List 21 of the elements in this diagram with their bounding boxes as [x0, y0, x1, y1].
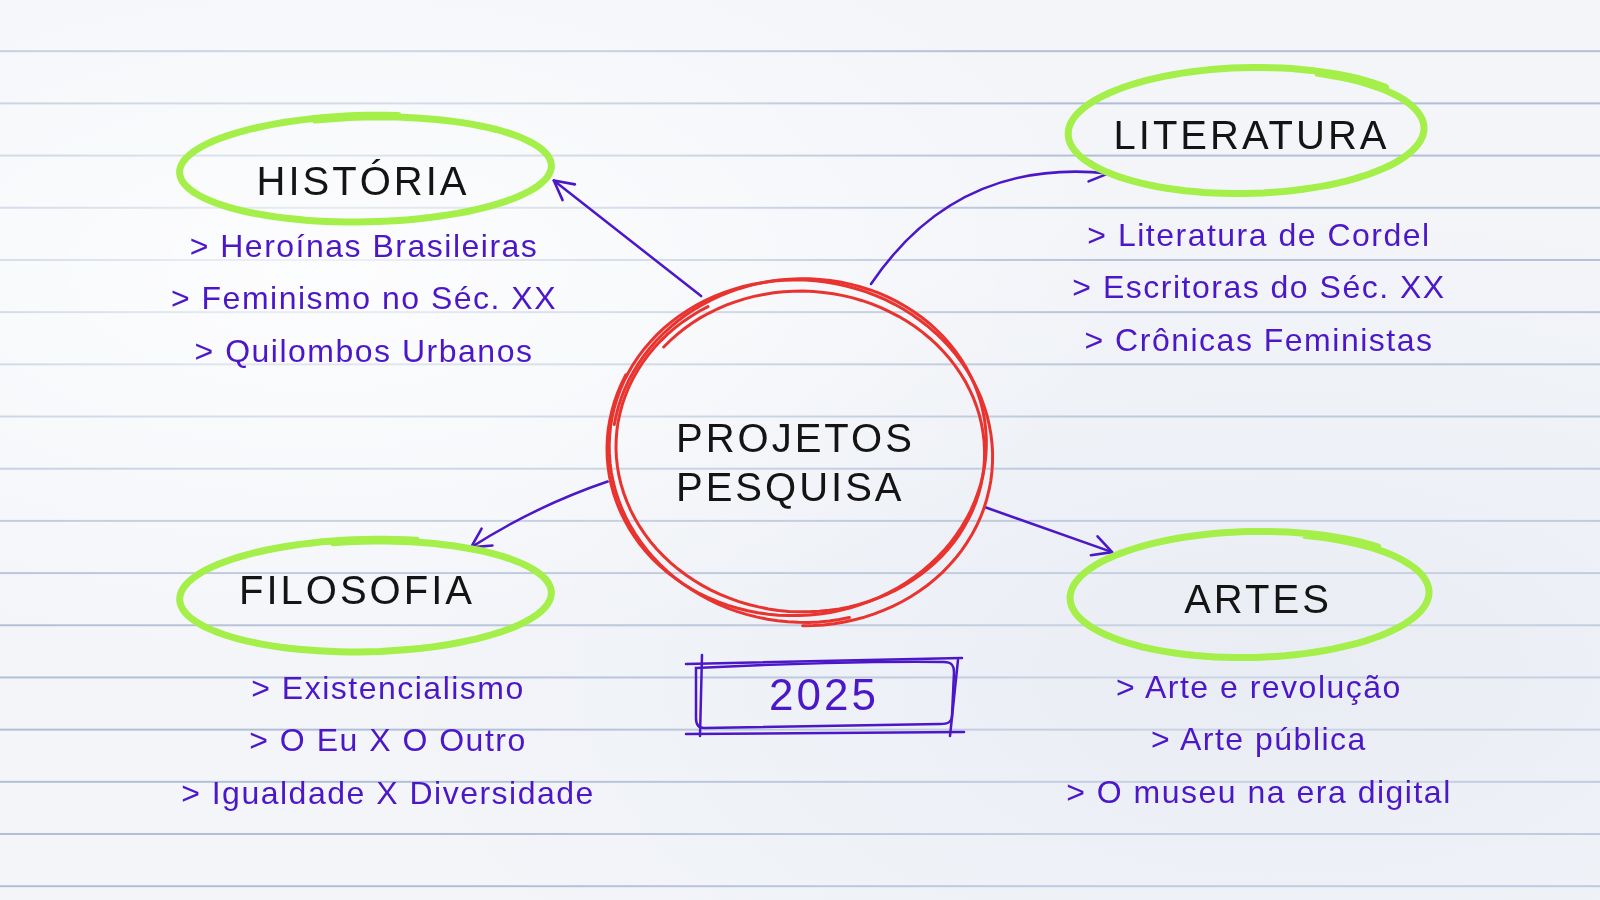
- arrow: [469, 480, 609, 549]
- topic-heading: LITERATURA: [1113, 113, 1390, 157]
- topic-item: > Existencialismo: [251, 671, 525, 705]
- topic-heading: HISTÓRIA: [256, 159, 470, 203]
- arrow: [983, 505, 1114, 557]
- arrow: [552, 179, 703, 298]
- topic-item: > Igualdade X Diversidade: [181, 775, 595, 810]
- topic-item: > Escritoras do Séc. XX: [1072, 270, 1446, 305]
- topic-heading: ARTES: [1184, 577, 1332, 621]
- topic-item: > Feminismo no Séc. XX: [171, 281, 557, 316]
- topic-item: > Heroínas Brasileiras: [189, 229, 539, 263]
- topic-item: > O Eu X O Outro: [249, 723, 527, 758]
- year-label: 2025: [769, 671, 879, 719]
- topic-item: > Quilombos Urbanos: [194, 333, 534, 368]
- topic-item: > Arte e revolução: [1116, 670, 1402, 704]
- topic-heading: FILOSOFIA: [239, 568, 475, 612]
- topic-item: > Crônicas Feministas: [1084, 322, 1434, 357]
- hub-title: PROJETOS PESQUISA: [676, 415, 915, 511]
- topic-item: > Arte pública: [1151, 722, 1367, 757]
- topic-item: > O museu na era digital: [1066, 774, 1452, 809]
- topic-item: > Literatura de Cordel: [1087, 218, 1431, 252]
